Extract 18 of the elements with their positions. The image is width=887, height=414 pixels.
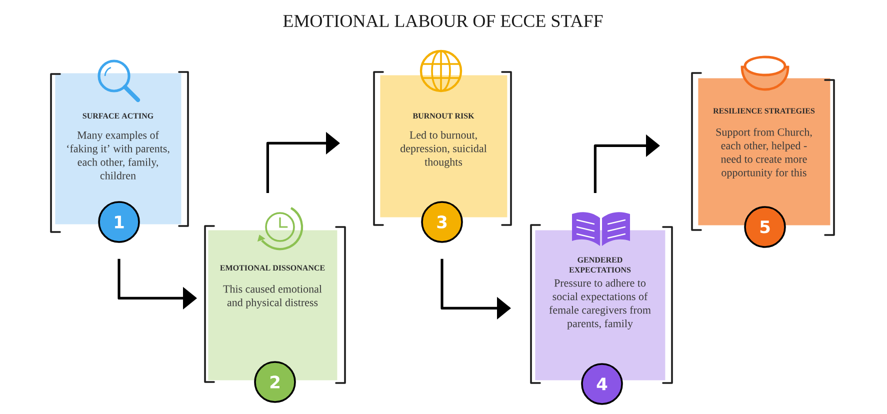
- card-text: Led to burnout, depression, suicidal thoughts: [400, 130, 487, 168]
- card-text: This caused emotional and physical distress: [223, 284, 322, 308]
- card-heading: RESILIENCE STRATEGIES: [713, 108, 815, 114]
- card-heading: EMOTIONAL DISSONANCE: [220, 265, 325, 271]
- number-badge: 3: [421, 201, 463, 243]
- info-card: [50, 71, 189, 233]
- number-badge: 4: [581, 363, 623, 405]
- card-text: Pressure to adhere to social expectations of female caregivers from parents, family: [549, 278, 651, 330]
- card-heading: SURFACE ACTING: [82, 113, 154, 119]
- number-badge: 5: [744, 206, 786, 248]
- card-text: Many examples of ‘faking it’ with parents, each other, family, children: [67, 130, 170, 180]
- number-badge: 2: [254, 361, 296, 403]
- number-badge: 1: [98, 201, 140, 243]
- card-heading: BURNOUT RISK: [412, 113, 474, 119]
- info-card: [691, 72, 835, 236]
- card-text: Support from Church, each other, helped - need to create more opportunity for this: [716, 128, 812, 179]
- diagram-title: EMOTIONAL LABOUR OF ECCE STAFF: [283, 14, 603, 28]
- card-heading: GENDERED EXPECTATIONS: [569, 257, 631, 273]
